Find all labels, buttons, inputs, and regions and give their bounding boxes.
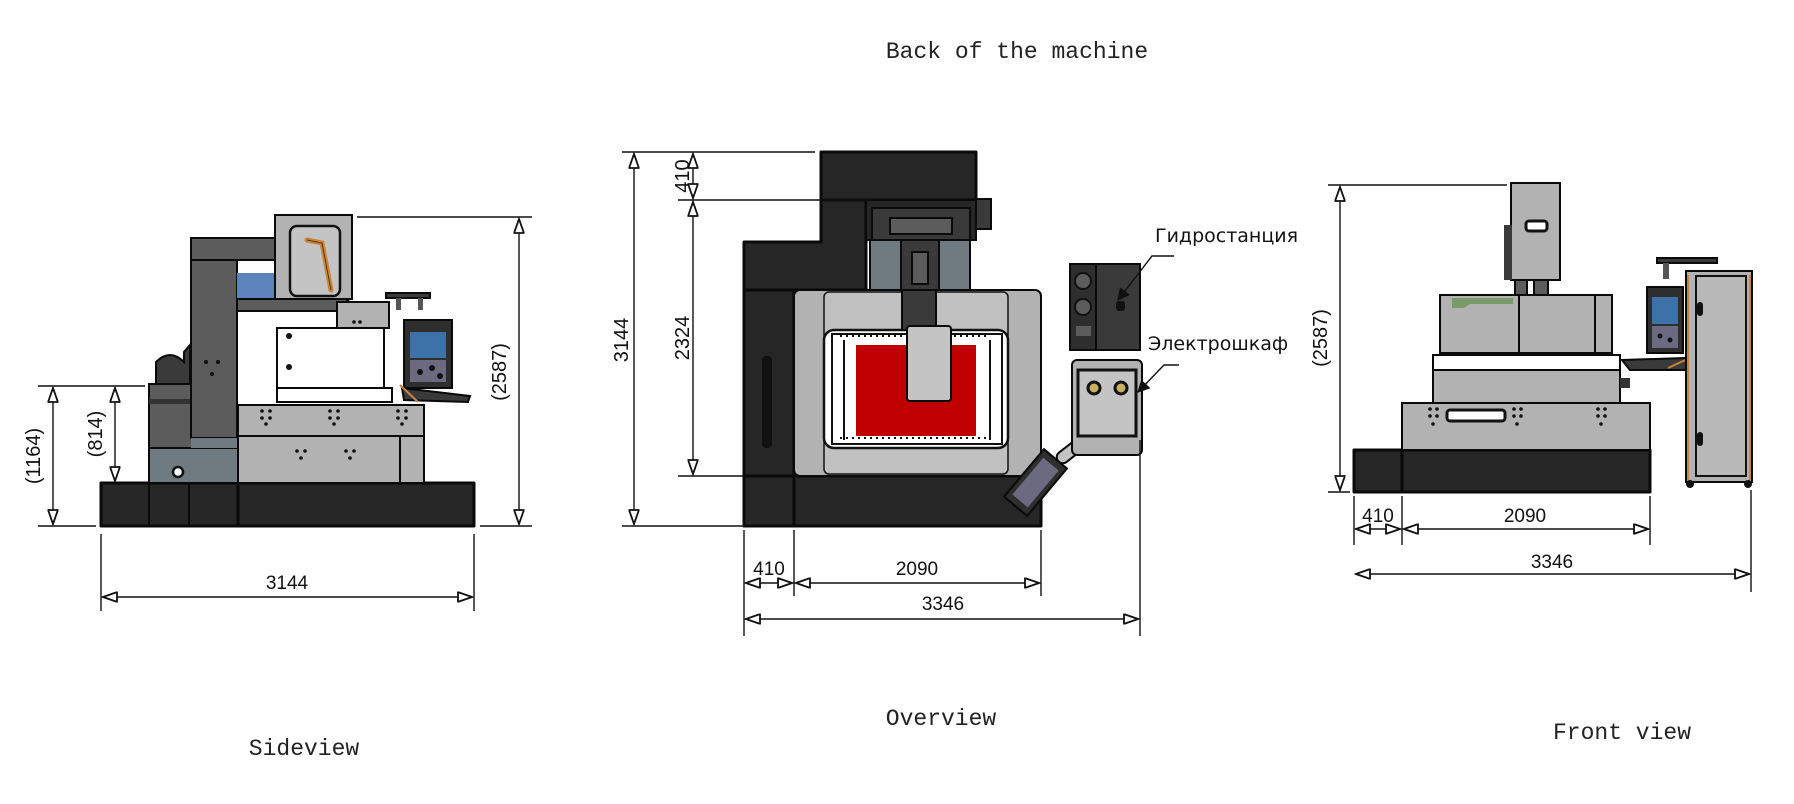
side-work-window — [276, 327, 385, 389]
front-dim-width-left: 410 — [1362, 506, 1394, 527]
side-dim-width: 3144 — [266, 573, 309, 594]
side-view-label: Sideview — [249, 736, 360, 762]
front-base — [1352, 448, 1652, 494]
front-dim-width-main: 2090 — [1504, 506, 1546, 527]
front-view: (2587) 410 2090 3346 Front view — [1310, 182, 1753, 746]
side-dim-height-total: (2587) — [489, 343, 511, 401]
side-top-arm — [190, 237, 282, 261]
side-slate-cabinet — [148, 447, 239, 484]
side-gauge — [155, 342, 191, 385]
front-view-label: Front view — [1553, 720, 1691, 746]
front-slot — [1445, 408, 1507, 423]
overview-dim-height-total: 3144 — [611, 318, 633, 363]
side-table-lower — [237, 435, 425, 484]
overview-dim-height-main: 2324 — [672, 316, 694, 361]
overview-label: Overview — [886, 706, 997, 732]
side-view: (1164) (814) (2587) 3144 Sideview — [23, 214, 532, 762]
side-pendant-screen — [410, 332, 446, 358]
callout-electrical-cabinet: Электрошкаф — [1148, 333, 1288, 355]
front-dim-width-total: 3346 — [1531, 552, 1573, 573]
front-dim-height-total: (2587) — [1310, 309, 1332, 367]
callout-hydraulic-station: Гидростанция — [1155, 225, 1298, 247]
overview-view: Гидростанция Электрошкаф 3144 410 2324 4… — [611, 150, 1298, 732]
side-base — [99, 481, 476, 528]
overview-dim-width-total: 3346 — [922, 594, 964, 615]
cabinet-gauge-left — [1086, 380, 1102, 396]
side-knob — [171, 465, 185, 479]
drawing-title: Back of the machine — [886, 39, 1148, 65]
overview-dim-width-main: 2090 — [896, 559, 938, 580]
front-table-lower — [1401, 402, 1651, 451]
overview-head — [906, 325, 952, 402]
overview-body — [819, 150, 978, 202]
side-column — [190, 257, 238, 439]
cabinet-gauge-right — [1113, 380, 1129, 396]
overview-dim-width-left: 410 — [753, 559, 785, 580]
side-dim-height-base: (814) — [85, 411, 107, 458]
overview-dim-height-top: 410 — [672, 159, 694, 192]
side-dim-height-table: (1164) — [23, 428, 45, 484]
front-pendant-screen — [1652, 297, 1678, 324]
